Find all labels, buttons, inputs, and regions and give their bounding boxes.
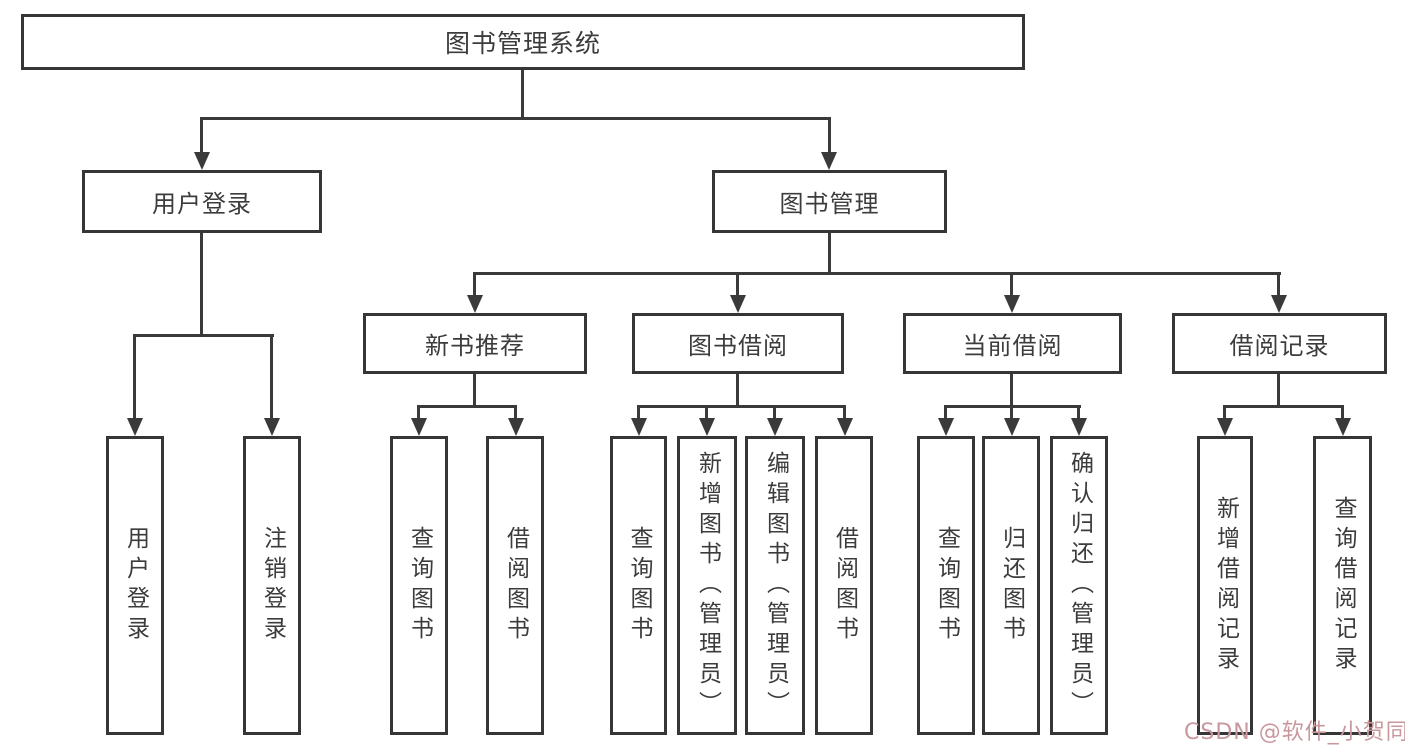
connector — [1010, 272, 1013, 298]
arrowhead — [767, 418, 783, 436]
node-new-book-recommend-label: 新书推荐 — [425, 332, 525, 360]
node-edit-book-admin-label: 编辑图书（管理员） — [762, 450, 789, 721]
arrowhead — [1004, 418, 1020, 436]
connector — [736, 272, 739, 298]
node-borrow-books-recommend-label: 借阅图书 — [502, 525, 529, 646]
connector — [200, 233, 203, 337]
arrowhead — [264, 418, 280, 436]
node-add-book-admin-label: 新增图书（管理员） — [694, 450, 721, 721]
node-borrow-records: 借阅记录 — [1172, 313, 1387, 374]
connector — [828, 117, 831, 155]
arrowhead — [631, 418, 647, 436]
connector — [773, 405, 776, 421]
connector — [133, 334, 136, 420]
node-add-book-admin: 新增图书（管理员） — [677, 436, 737, 735]
arrowhead — [730, 295, 746, 313]
node-user-login-label: 用户登录 — [152, 190, 252, 218]
arrowhead — [699, 418, 715, 436]
connector — [1277, 272, 1280, 298]
connector — [417, 405, 517, 408]
connector — [200, 117, 831, 120]
arrowhead — [1271, 295, 1287, 313]
node-logout: 注销登录 — [243, 436, 301, 735]
node-query-books-current-label: 查询图书 — [933, 525, 960, 646]
node-add-borrow-record: 新增借阅记录 — [1197, 436, 1253, 735]
node-return-book: 归还图书 — [982, 436, 1040, 735]
arrowhead — [411, 418, 427, 436]
connector — [1277, 374, 1280, 408]
arrowhead — [1004, 295, 1020, 313]
connector — [521, 70, 524, 120]
connector — [1223, 405, 1226, 421]
node-book-management: 图书管理 — [712, 170, 947, 233]
connector — [1010, 405, 1013, 421]
node-current-borrow: 当前借阅 — [903, 313, 1122, 374]
node-borrow-records-label: 借阅记录 — [1229, 332, 1330, 360]
connector — [637, 405, 640, 421]
node-return-book-label: 归还图书 — [998, 525, 1025, 646]
node-user-login: 用户登录 — [82, 170, 322, 233]
node-query-books-borrow: 查询图书 — [610, 436, 667, 735]
node-new-book-recommend: 新书推荐 — [363, 313, 587, 374]
arrowhead — [1335, 418, 1351, 436]
connector — [944, 405, 947, 421]
node-confirm-return-admin-label: 确认归还（管理员） — [1066, 450, 1093, 721]
connector — [270, 334, 273, 420]
arrowhead — [1071, 418, 1087, 436]
connector — [828, 233, 831, 275]
arrowhead — [1217, 418, 1233, 436]
node-query-books-recommend-label: 查询图书 — [406, 525, 433, 646]
node-query-books-borrow-label: 查询图书 — [626, 525, 652, 646]
connector — [514, 405, 517, 421]
node-library-system-label: 图书管理系统 — [444, 29, 601, 58]
arrowhead — [194, 152, 210, 170]
connector — [473, 272, 476, 298]
connector — [133, 334, 274, 337]
node-query-books-recommend: 查询图书 — [390, 436, 448, 735]
connector — [1077, 405, 1080, 421]
arrowhead — [821, 152, 837, 170]
node-book-borrow-label: 图书借阅 — [688, 332, 788, 360]
node-confirm-return-admin: 确认归还（管理员） — [1050, 436, 1108, 735]
arrowhead — [837, 418, 853, 436]
node-book-management-label: 图书管理 — [779, 190, 880, 218]
arrowhead — [938, 418, 954, 436]
connector — [200, 117, 203, 155]
node-library-system: 图书管理系统 — [21, 14, 1025, 70]
connector — [473, 272, 1281, 275]
arrowhead — [508, 418, 524, 436]
connector — [736, 374, 739, 408]
node-borrow-books-leaf-label: 借阅图书 — [831, 525, 858, 646]
node-user-login-leaf-label: 用户登录 — [122, 525, 149, 646]
arrowhead — [127, 418, 143, 436]
node-borrow-books-leaf: 借阅图书 — [815, 436, 873, 735]
connector — [843, 405, 846, 421]
node-current-borrow-label: 当前借阅 — [962, 332, 1063, 360]
connector — [637, 405, 846, 408]
node-add-borrow-record-label: 新增借阅记录 — [1212, 495, 1239, 676]
node-user-login-leaf: 用户登录 — [106, 436, 164, 735]
node-query-borrow-record-label: 查询借阅记录 — [1330, 495, 1356, 676]
connector — [473, 374, 476, 408]
arrowhead — [467, 295, 483, 313]
node-book-borrow: 图书借阅 — [632, 313, 844, 374]
connector — [1010, 374, 1013, 408]
watermark: CSDN @软件_小贺同学 — [1184, 720, 1405, 745]
connector — [1341, 405, 1344, 421]
node-query-books-current: 查询图书 — [917, 436, 975, 735]
connector — [417, 405, 420, 421]
connector — [705, 405, 708, 421]
node-edit-book-admin: 编辑图书（管理员） — [745, 436, 805, 735]
node-query-borrow-record: 查询借阅记录 — [1313, 436, 1372, 735]
node-logout-label: 注销登录 — [259, 525, 286, 646]
connector — [1223, 405, 1344, 408]
node-borrow-books-recommend: 借阅图书 — [486, 436, 544, 735]
